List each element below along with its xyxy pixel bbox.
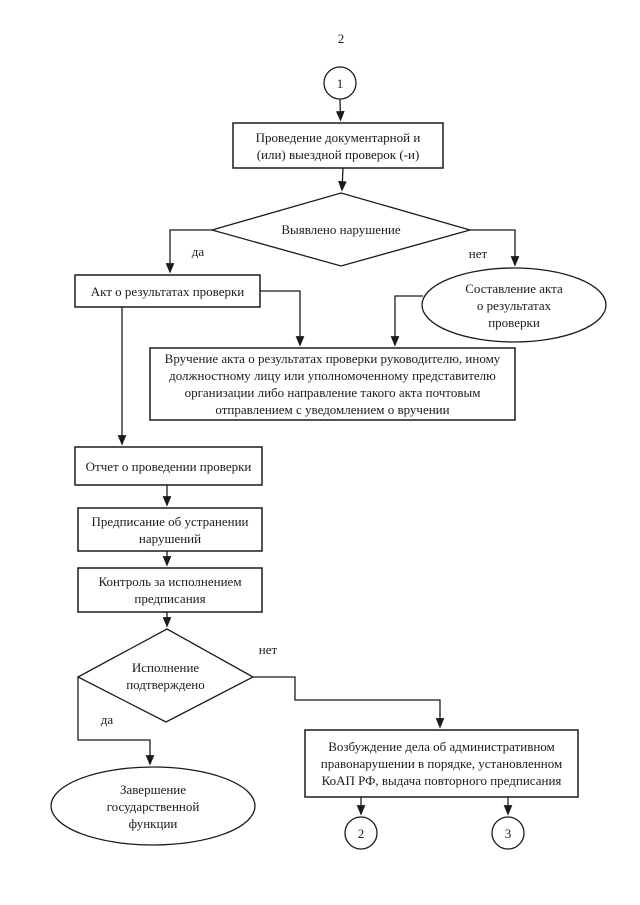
violation-yes-label: да [191,243,205,259]
execution-no-label: нет [258,641,278,657]
edge-conduct-to-violation-arrow [338,168,347,192]
edge-violation-no-arrow [470,230,520,267]
exit-connector-circle-2 [345,817,377,849]
exit-connector-label-3: 3 [504,825,512,841]
report-label: Отчет о проведении проверки [85,458,252,474]
conduct-check-box [233,123,443,168]
edge-execution-yes-arrow [78,677,155,766]
report-box [75,447,262,485]
violation-found-label: Выявлено нарушение [281,222,401,237]
prescription-box [78,508,262,551]
edge-violation-yes-arrow [165,230,212,274]
violation-no-label: нет [468,245,488,261]
act-of-results-label: Акт о результатах проверки [90,283,245,299]
edge-act-to-handing-arrow [260,291,305,347]
drawing-up-act-ellipse [422,268,606,342]
completion-ellipse [51,767,255,845]
violation-found-diamond [212,193,470,266]
start-connector-label: 1 [336,75,344,91]
exit-connector-circle-3 [492,817,524,849]
exit-connector-label-2: 2 [357,825,365,841]
edge-execution-no-arrow [253,677,445,729]
handing-act-box [150,348,515,420]
edge-start-to-conduct-arrow [335,99,345,122]
admin-case-box [305,730,578,797]
execution-confirmed-diamond [78,629,253,722]
page-number: 2 [337,30,345,46]
control-box [78,568,262,612]
conduct-check-label: Проведение документарной и(или) выездной… [255,129,421,162]
execution-yes-label: да [100,711,114,727]
handing-act-label: Вручение акта о результатах проверки рук… [164,351,501,417]
edge-drawing-to-handing-arrow [390,296,423,347]
